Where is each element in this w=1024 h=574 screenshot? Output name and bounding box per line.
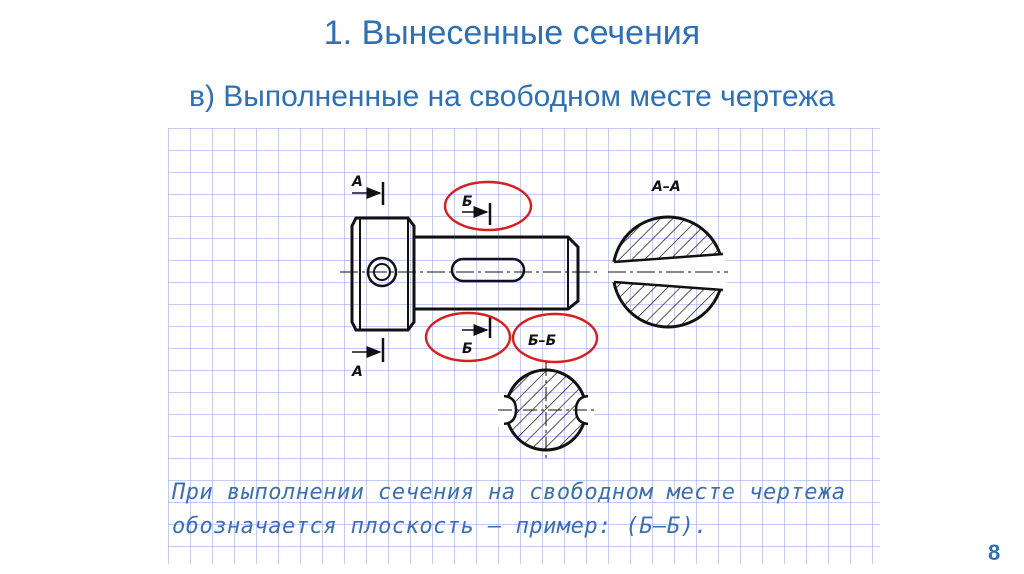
label-b-bottom: Б [462, 341, 473, 357]
grid-paper [168, 128, 880, 564]
slide-subtitle: в) Выполненные на свободном месте чертеж… [189, 80, 835, 113]
label-a-top: А [351, 174, 363, 190]
caption-line-2: обозначается плоскость — пример: (Б–Б). [172, 514, 709, 539]
section-bb-label: Б–Б [528, 333, 556, 349]
caption-line-1: При выполнении сечения на свободном мест… [172, 480, 846, 505]
section-a-marks [352, 182, 385, 362]
section-b-marks [462, 203, 492, 338]
section-aa-view [608, 215, 728, 329]
section-aa-label: А–А [651, 179, 681, 195]
section-bb-view [498, 362, 594, 458]
label-b-top: Б [462, 194, 473, 210]
shaft-part [350, 216, 580, 332]
slide-title: 1. Вынесенные сечения [323, 14, 701, 52]
page-number: 8 [988, 540, 1001, 565]
highlight-ellipses [424, 180, 599, 364]
label-a-bottom: А [351, 364, 363, 380]
